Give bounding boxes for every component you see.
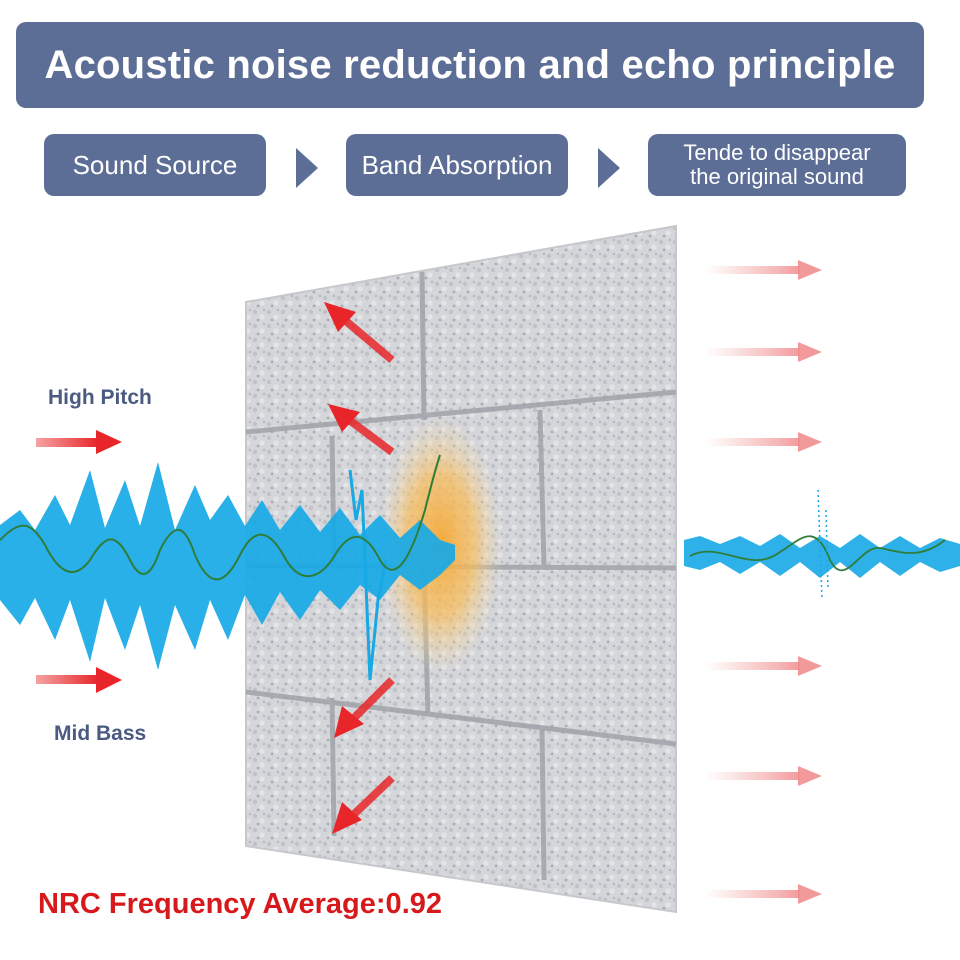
chevron-right-icon [598, 148, 620, 188]
outgoing-sound-wave [684, 489, 960, 601]
nrc-average-text: NRC Frequency Average:0.92 [38, 888, 443, 920]
mid-bass-wave [0, 454, 441, 581]
reflection-arrows [324, 302, 395, 834]
arrow-shaft [36, 675, 98, 684]
step-label-line2: the original sound [690, 164, 864, 189]
chevron-right-icon [296, 148, 318, 188]
high-pitch-spike [348, 469, 388, 681]
step-label: Band Absorption [361, 149, 553, 180]
arrow-right-icon [96, 667, 122, 693]
high-pitch-label: High Pitch [48, 386, 152, 409]
title-banner: Acoustic noise reduction and echo princi… [16, 22, 924, 108]
step-sound-source: Sound Source [44, 134, 266, 196]
page-title: Acoustic noise reduction and echo princi… [44, 42, 896, 87]
step-disappear: Tende to disappear the original sound [648, 134, 906, 196]
faded-arrows [704, 260, 822, 904]
arrow-shaft [36, 438, 98, 447]
incoming-arrows [36, 430, 122, 693]
mid-bass-label: Mid Bass [54, 722, 147, 745]
step-band-absorption: Band Absorption [346, 134, 568, 196]
incoming-sound-wave [0, 462, 455, 670]
step-label-line1: Tende to disappear [683, 140, 871, 165]
step-label: Sound Source [72, 149, 238, 180]
arrow-right-icon [96, 430, 122, 454]
